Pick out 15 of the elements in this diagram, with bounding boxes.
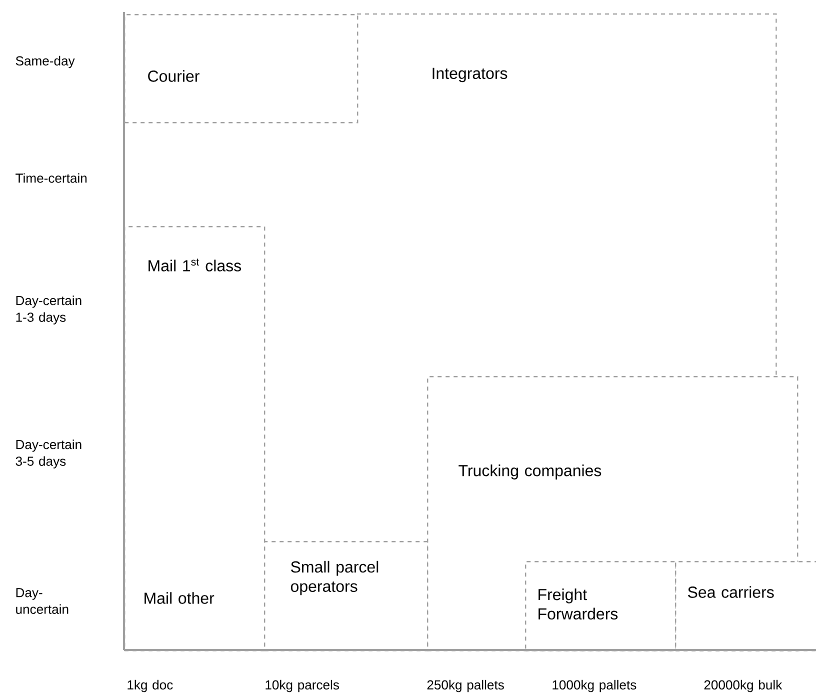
axis-label: 250kg pallets bbox=[427, 680, 504, 692]
axis-label: Time-certain bbox=[16, 173, 87, 183]
category-box: Integrators bbox=[357, 13, 777, 378]
axis-label: Day- uncertain bbox=[16, 588, 68, 614]
axis-label: 20000kg bulk bbox=[704, 680, 782, 692]
axis-label: Same-day bbox=[16, 56, 75, 68]
category-box: Courier bbox=[124, 14, 358, 124]
axis-label: Day-certain 1-3 days bbox=[16, 296, 82, 324]
axis-label: 1kg doc bbox=[128, 680, 173, 692]
category-box: Freight Forwarders bbox=[525, 561, 676, 652]
category-box: Small parcel operators bbox=[264, 541, 428, 652]
category-box: Sea carriers bbox=[675, 561, 816, 652]
axis-label: 1000kg pallets bbox=[552, 680, 636, 692]
axis-label: 10kg parcels bbox=[266, 680, 339, 692]
axis-label: Day-certain 3-5 days bbox=[16, 440, 82, 468]
